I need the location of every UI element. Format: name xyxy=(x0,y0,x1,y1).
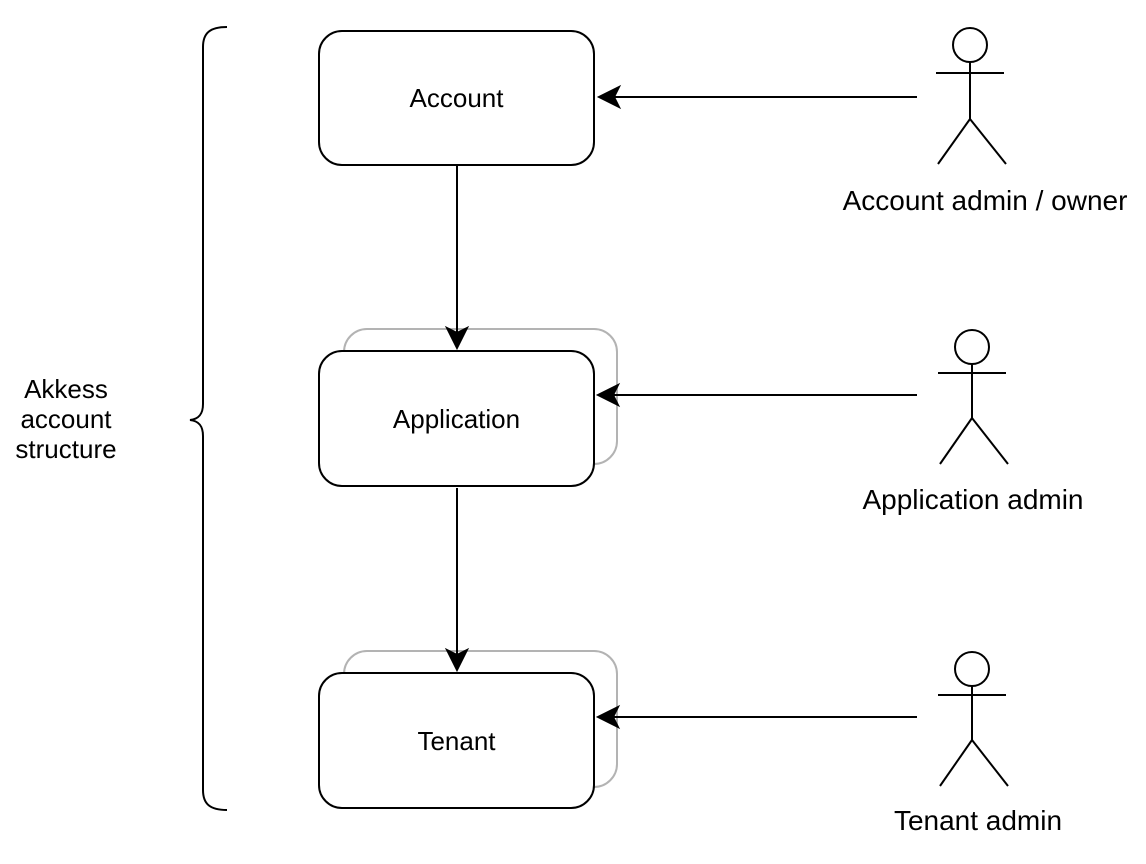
actor-icon-application-admin xyxy=(938,329,1009,465)
edge-application-to-tenant xyxy=(444,488,470,673)
actor-icon-tenant-admin xyxy=(938,651,1009,787)
group-brace xyxy=(189,26,228,811)
node-application: Application xyxy=(318,350,595,487)
node-tenant: Tenant xyxy=(318,672,595,809)
actor-label-application-admin: Application admin xyxy=(862,484,1084,515)
edge-account-to-application xyxy=(444,166,470,351)
node-account-label: Account xyxy=(409,83,504,113)
group-label: Akkess account structure xyxy=(15,374,117,464)
actor-label-account-admin: Account admin / owner xyxy=(842,185,1128,216)
node-application-label: Application xyxy=(392,403,521,434)
actor-icon-account-admin xyxy=(936,27,1007,165)
node-tenant-label: Tenant xyxy=(417,725,496,756)
edge-application-admin-to-application xyxy=(595,382,917,408)
node-account: Account xyxy=(318,30,595,166)
edge-tenant-admin-to-tenant xyxy=(595,704,917,730)
edge-account-admin-to-account xyxy=(596,84,917,110)
actor-label-tenant-admin: Tenant admin xyxy=(893,805,1063,836)
